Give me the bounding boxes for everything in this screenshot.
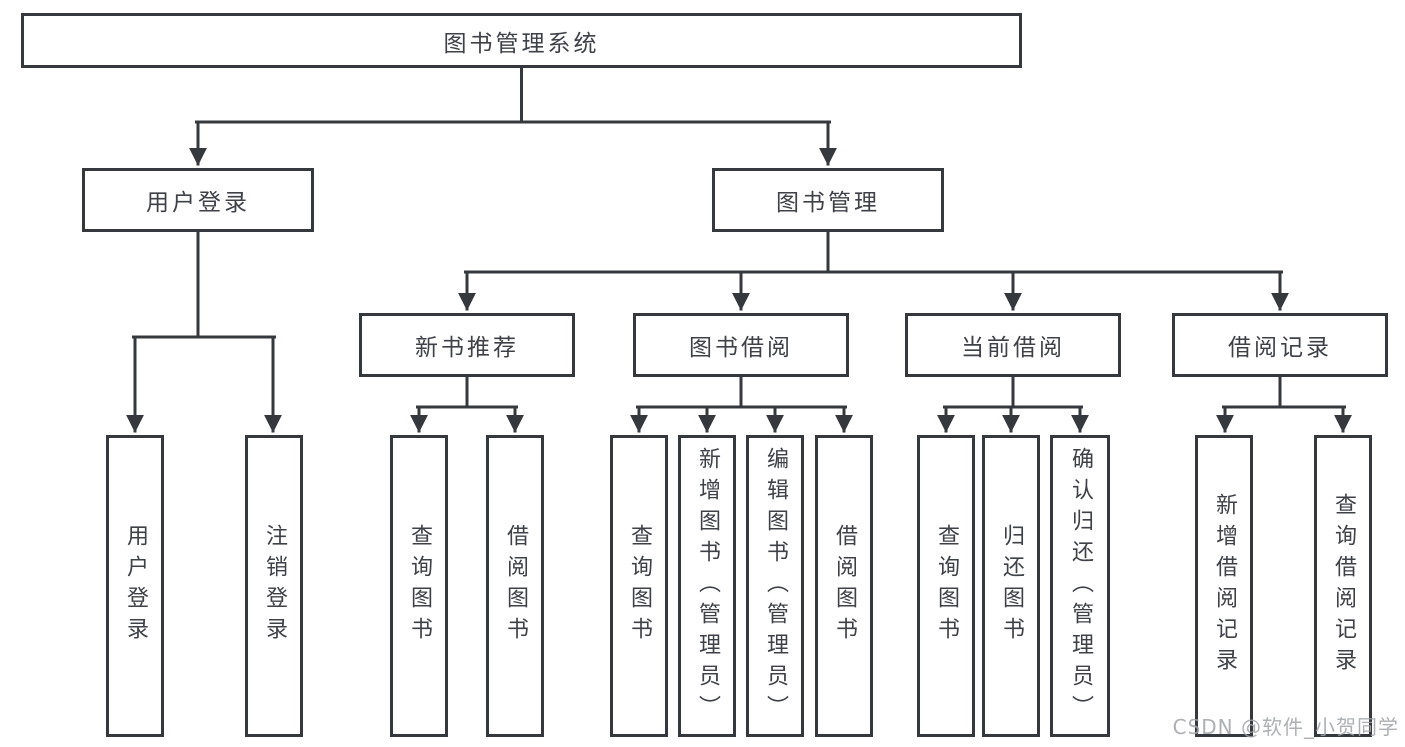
leaf-add-books-admin: 新增图书（管理员） <box>678 435 736 737</box>
node-current-borrow-label: 当前借阅 <box>961 335 1065 361</box>
node-book-management-label: 图书管理 <box>776 190 880 216</box>
node-new-book-recommend-label: 新书推荐 <box>415 335 519 361</box>
node-book-borrow: 图书借阅 <box>633 313 849 377</box>
node-book-borrow-label: 图书借阅 <box>689 335 793 361</box>
leaf-borrow-books: 借阅图书 <box>815 435 873 737</box>
leaf-user-login: 用户登录 <box>106 435 164 737</box>
leaf-query-books-recommend: 查询图书 <box>390 435 448 737</box>
leaf-logout: 注销登录 <box>245 435 303 737</box>
node-current-borrow: 当前借阅 <box>905 313 1121 377</box>
leaf-query-books-current: 查询图书 <box>917 435 975 737</box>
node-borrow-records-label: 借阅记录 <box>1228 335 1332 361</box>
node-user-login: 用户登录 <box>82 168 314 232</box>
node-new-book-recommend: 新书推荐 <box>359 313 575 377</box>
node-root-label: 图书管理系统 <box>443 30 600 57</box>
leaf-query-books-borrow: 查询图书 <box>610 435 668 737</box>
node-borrow-records: 借阅记录 <box>1172 313 1388 377</box>
node-user-login-label: 用户登录 <box>146 190 250 216</box>
csdn-watermark: CSDN @软件_小贺同学 <box>1172 715 1399 739</box>
leaf-add-borrow-record: 新增借阅记录 <box>1195 435 1253 737</box>
leaf-borrow-books-recommend: 借阅图书 <box>486 435 544 737</box>
leaf-confirm-return-admin: 确认归还（管理员） <box>1050 435 1110 737</box>
leaf-return-books: 归还图书 <box>982 435 1040 737</box>
node-root: 图书管理系统 <box>21 13 1022 68</box>
node-book-management: 图书管理 <box>712 168 944 232</box>
leaf-edit-books-admin: 编辑图书（管理员） <box>746 435 804 737</box>
leaf-query-borrow-record: 查询借阅记录 <box>1314 435 1372 737</box>
